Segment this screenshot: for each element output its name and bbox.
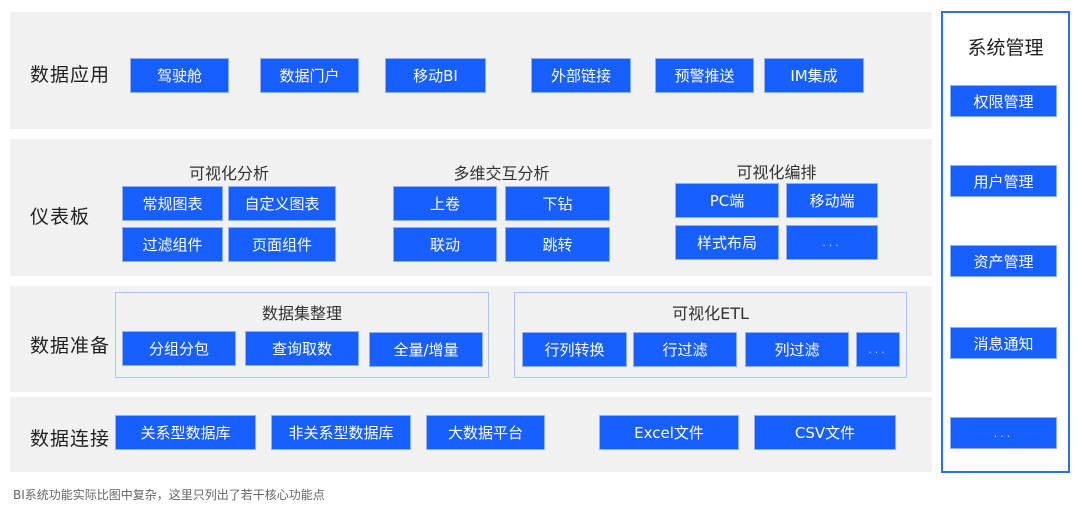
- prep-item-full-incremental[interactable]: 全量/增量: [369, 332, 483, 367]
- app-item-external-link[interactable]: 外部链接: [531, 58, 631, 93]
- group-title-visual-layout: 可视化编排: [736, 163, 817, 182]
- dashboard-item-pc[interactable]: PC端: [675, 183, 779, 218]
- etl-item-more[interactable]: ...: [856, 332, 900, 367]
- connect-item-csv-file[interactable]: CSV文件: [754, 415, 896, 450]
- dashboard-item-linkage[interactable]: 联动: [393, 227, 497, 262]
- app-item-cockpit[interactable]: 驾驶舱: [130, 58, 229, 93]
- connect-item-nonrelational-db[interactable]: 非关系型数据库: [271, 415, 411, 450]
- dashboard-item-roll-up[interactable]: 上卷: [393, 186, 497, 221]
- sidebar-system-management: 系统管理: [941, 11, 1070, 473]
- dashboard-item-page-component[interactable]: 页面组件: [228, 227, 336, 262]
- sidebar-item-user[interactable]: 用户管理: [950, 165, 1057, 197]
- layer-label: 数据应用: [30, 64, 111, 86]
- dashboard-item-mobile[interactable]: 移动端: [786, 183, 878, 218]
- dashboard-item-filter-component[interactable]: 过滤组件: [122, 227, 223, 262]
- app-item-mobile-bi[interactable]: 移动BI: [385, 58, 486, 93]
- group-box-visual-etl: [514, 292, 907, 378]
- group-title-multidim-analysis: 多维交互分析: [453, 164, 550, 183]
- dashboard-item-jump[interactable]: 跳转: [505, 227, 610, 262]
- sidebar-title: 系统管理: [967, 37, 1044, 59]
- dashboard-item-style-layout[interactable]: 样式布局: [675, 225, 779, 260]
- app-item-alert-push[interactable]: 预警推送: [655, 58, 754, 93]
- etl-item-column-filter[interactable]: 列过滤: [745, 332, 849, 367]
- connect-item-relational-db[interactable]: 关系型数据库: [115, 415, 256, 450]
- etl-item-pivot[interactable]: 行列转换: [522, 332, 627, 367]
- sidebar-item-notification[interactable]: 消息通知: [950, 327, 1057, 359]
- sidebar-item-more[interactable]: ...: [950, 417, 1057, 449]
- connect-item-big-data-platform[interactable]: 大数据平台: [426, 415, 545, 450]
- connect-item-excel-file[interactable]: Excel文件: [599, 415, 739, 450]
- prep-item-query[interactable]: 查询取数: [245, 331, 359, 366]
- dashboard-item-more[interactable]: ...: [786, 225, 878, 260]
- dashboard-item-standard-chart[interactable]: 常规图表: [122, 186, 223, 221]
- group-title-visual-analysis: 可视化分析: [188, 164, 269, 183]
- footnote: BI系统功能实际比图中复杂，这里只列出了若干核心功能点: [13, 488, 325, 502]
- dashboard-item-drill-down[interactable]: 下钻: [505, 186, 610, 221]
- sidebar-item-asset[interactable]: 资产管理: [950, 245, 1057, 277]
- group-box-dataset-organize: [115, 292, 489, 378]
- layer-label: 仪表板: [30, 206, 91, 228]
- app-item-im-integration[interactable]: IM集成: [764, 58, 864, 93]
- dashboard-item-custom-chart[interactable]: 自定义图表: [228, 186, 336, 221]
- etl-item-row-filter[interactable]: 行过滤: [633, 332, 737, 367]
- group-title-dataset-organize: 数据集整理: [261, 304, 342, 323]
- layer-label: 数据连接: [30, 428, 111, 450]
- prep-item-grouping[interactable]: 分组分包: [122, 331, 236, 366]
- app-item-data-portal[interactable]: 数据门户: [260, 58, 359, 93]
- sidebar-item-permission[interactable]: 权限管理: [950, 85, 1057, 117]
- group-title-visual-etl: 可视化ETL: [672, 304, 749, 323]
- layer-label: 数据准备: [30, 335, 111, 357]
